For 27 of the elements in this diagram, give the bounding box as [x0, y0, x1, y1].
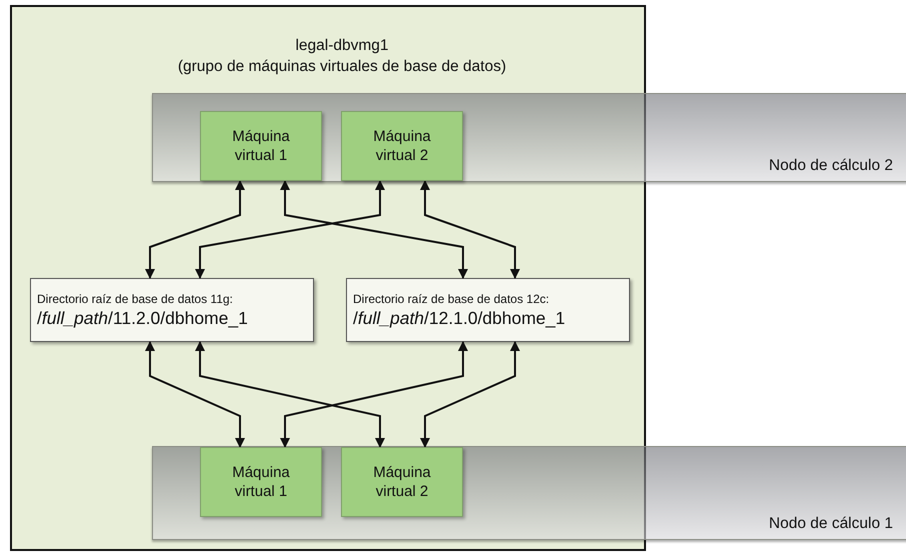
- virtual-machine-box: [200, 447, 322, 517]
- directory-caption: Directorio raíz de base de datos 11g:: [37, 292, 233, 306]
- virtual-machine-box: [200, 111, 322, 181]
- directory-path: /full_path/12.1.0/dbhome_1: [353, 308, 566, 328]
- group-container: [10, 5, 646, 551]
- vm-label: Máquina virtual 2: [372, 463, 432, 501]
- arrow: [145, 341, 245, 448]
- vm-label: Máquina virtual 2: [372, 127, 432, 165]
- directory-caption: Directorio raíz de base de datos 12c:: [353, 292, 550, 306]
- database-home-box: [346, 278, 630, 342]
- arrow: [195, 180, 385, 279]
- group-title: (grupo de máquinas virtuales de base de datos): [176, 57, 508, 77]
- arrow: [195, 341, 385, 448]
- arrow: [280, 341, 468, 448]
- virtual-machine-box: [341, 111, 463, 181]
- virtual-machine-box: [341, 447, 463, 517]
- compute-node-label: Nodo de cálculo 2: [768, 157, 893, 175]
- database-home-box: [30, 278, 314, 342]
- vm-label: Máquina virtual 1: [231, 463, 291, 501]
- arrow: [145, 180, 245, 279]
- compute-node-label: Nodo de cálculo 1: [768, 515, 893, 533]
- arrow: [420, 341, 520, 448]
- directory-path: /full_path/11.2.0/dbhome_1: [37, 308, 248, 328]
- group-title: legal-dbvmg1: [294, 36, 390, 56]
- arrow: [420, 180, 520, 279]
- vm-label: Máquina virtual 1: [231, 127, 291, 165]
- arrow: [280, 180, 468, 279]
